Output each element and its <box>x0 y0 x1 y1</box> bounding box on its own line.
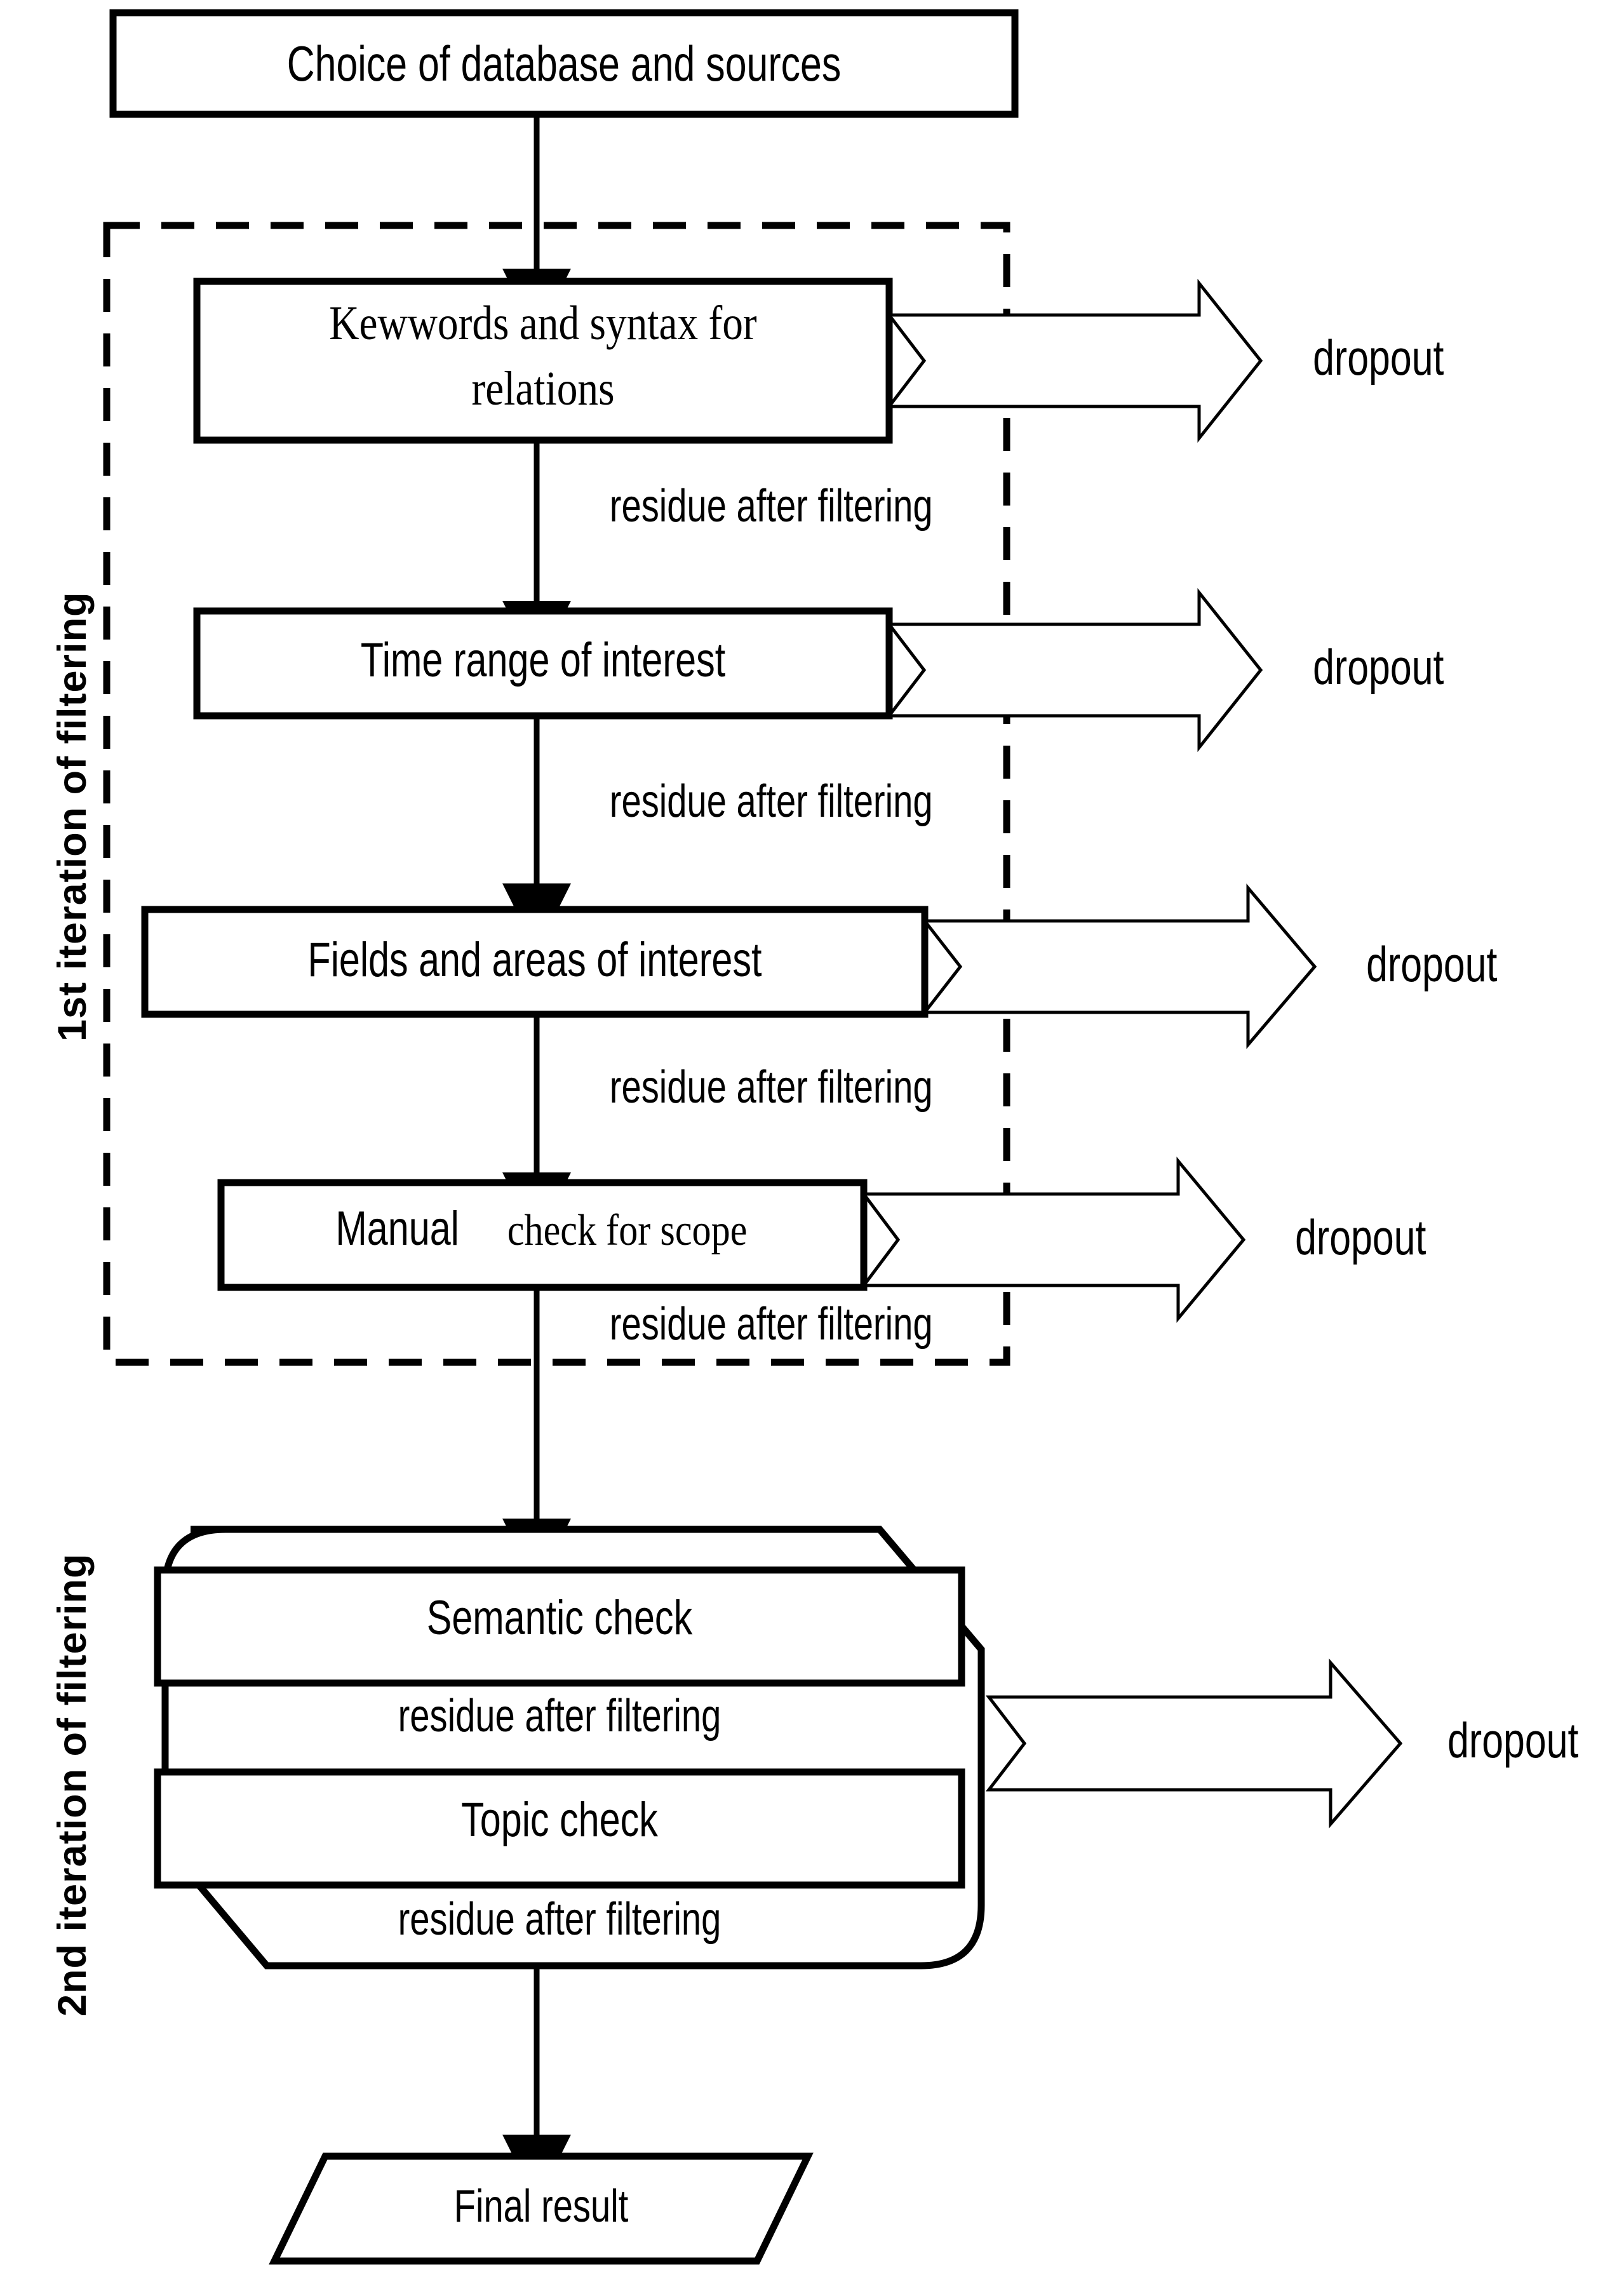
final-result-node-label-text: Final result <box>453 2181 629 2232</box>
residue-label-3: residue after filtering <box>609 1062 933 1113</box>
dropout-label-5: dropout <box>1447 1712 1579 1768</box>
fields-areas-node-box[interactable] <box>141 906 929 1018</box>
residue-label-6-text: residue after filtering <box>398 1894 721 1945</box>
dropout-arrow-3 <box>921 883 1317 1049</box>
keywords-node-box[interactable] <box>193 278 893 444</box>
dropout-arrow-4 <box>861 1157 1246 1323</box>
residue-label-2: residue after filtering <box>609 776 933 827</box>
dropout-label-3-text: dropout <box>1366 936 1498 992</box>
keywords-node-label-line2: relations <box>245 362 840 415</box>
start-node-label-text: Choice of database and sources <box>286 36 842 91</box>
first-iteration-group-box <box>103 222 1010 1366</box>
dropout-label-4-text: dropout <box>1295 1209 1426 1265</box>
time-range-node-box[interactable] <box>193 607 893 720</box>
second-iteration-group-label-text: 2nd iteration of filtering <box>50 1553 95 2017</box>
manual-check-node-label-rest: check for scope <box>507 1206 748 1255</box>
residue-label-1: residue after filtering <box>609 481 933 532</box>
dropout-label-2: dropout <box>1313 641 1444 694</box>
residue-label-4: residue after filtering <box>609 1299 933 1350</box>
final-result-node-shape[interactable] <box>269 2152 814 2265</box>
keywords-node-label-line1-text: Kewwords and syntax for <box>329 297 757 350</box>
residue-label-3-text: residue after filtering <box>609 1062 933 1113</box>
residue-label-5: residue after filtering <box>246 1691 873 1741</box>
topic-check-node-box[interactable] <box>154 1768 965 1889</box>
manual-check-node-label-strong: Manual <box>335 1202 459 1256</box>
dropout-label-2-text: dropout <box>1313 639 1444 695</box>
dropout-label-5-text: dropout <box>1447 1712 1579 1768</box>
residue-label-1-text: residue after filtering <box>609 481 933 532</box>
time-range-node-label: Time range of interest <box>273 635 813 686</box>
residue-label-2-text: residue after filtering <box>609 776 933 827</box>
final-result-node-label: Final result <box>333 2181 749 2232</box>
topic-check-node-label-text: Topic check <box>461 1793 658 1847</box>
semantic-check-node-label-text: Semantic check <box>426 1591 693 1645</box>
dropout-label-1: dropout <box>1313 332 1444 384</box>
first-iteration-group-label-text: 1st iteration of filtering <box>50 591 95 1042</box>
semantic-check-node-box[interactable] <box>154 1566 965 1687</box>
dropout-arrow-1 <box>885 278 1263 443</box>
keywords-node-label-line2-text: relations <box>471 362 615 415</box>
time-range-node-label-text: Time range of interest <box>360 633 726 687</box>
keywords-node-label-line1: Kewwords and syntax for <box>245 297 840 350</box>
residue-label-6: residue after filtering <box>246 1894 873 1945</box>
dropout-label-3: dropout <box>1366 936 1498 992</box>
residue-label-4-text: residue after filtering <box>609 1299 933 1350</box>
semantic-check-node-label: Semantic check <box>246 1593 873 1644</box>
dropout-label-4: dropout <box>1295 1209 1426 1265</box>
residue-label-5-text: residue after filtering <box>398 1691 721 1741</box>
fields-areas-node-label: Fields and areas of interest <box>231 935 839 986</box>
topic-check-node-label: Topic check <box>246 1795 873 1846</box>
manual-check-node-label: Manual check for scope <box>221 1204 864 1254</box>
dropout-arrow-2 <box>885 587 1263 753</box>
start-node-box[interactable] <box>109 9 1019 118</box>
dropout-arrow-5 <box>985 1658 1403 1829</box>
second-iteration-group-label: 2nd iteration of filtering <box>50 1554 95 2017</box>
dropout-label-1-text: dropout <box>1313 330 1444 386</box>
first-iteration-group-label: 1st iteration of filtering <box>50 591 95 1042</box>
start-node-label: Choice of database and sources <box>212 36 916 91</box>
fields-areas-node-label-text: Fields and areas of interest <box>307 933 762 987</box>
manual-check-node-box[interactable] <box>217 1179 868 1291</box>
